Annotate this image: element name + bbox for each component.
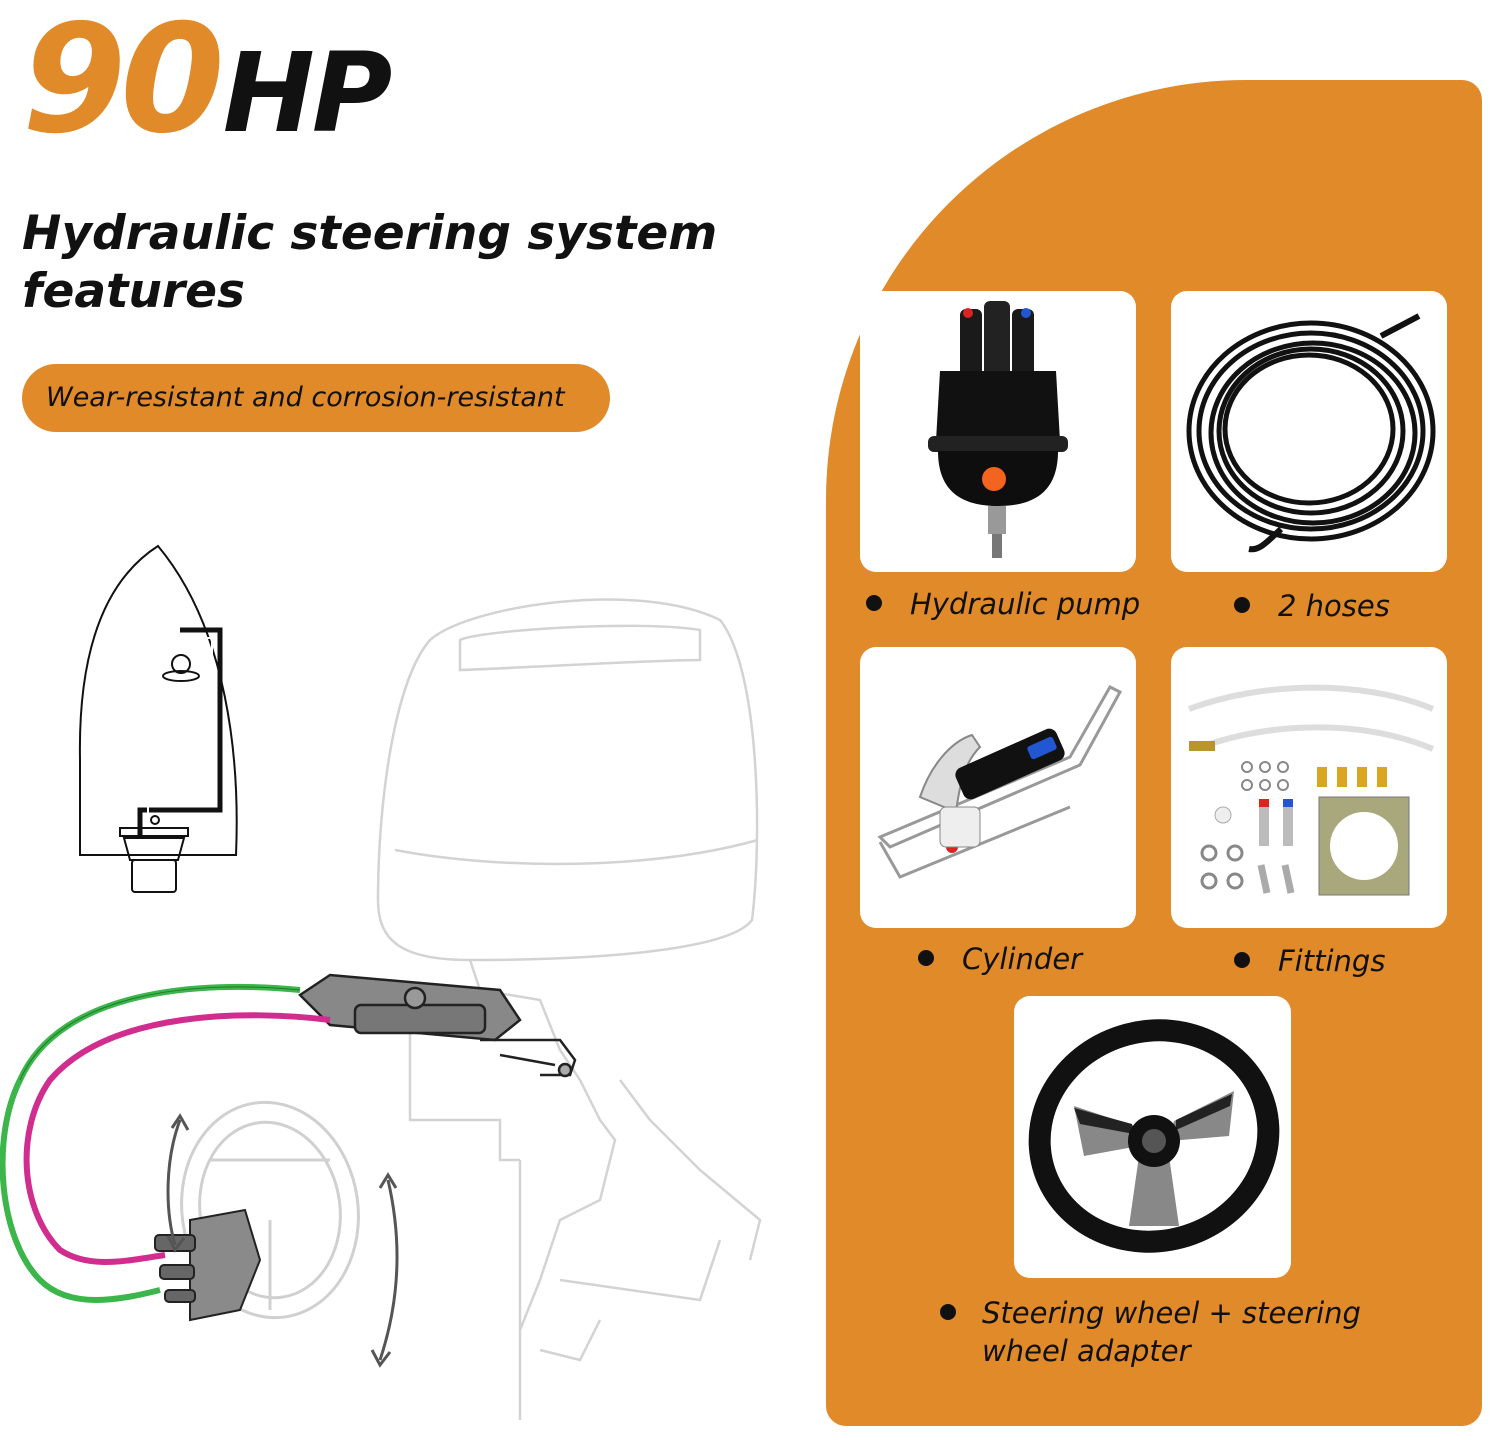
cylinder-icon	[877, 685, 1123, 879]
hose-coil-icon	[1186, 313, 1436, 553]
card-cylinder	[860, 647, 1136, 928]
bullet-icon	[1234, 597, 1250, 613]
bullet-icon	[866, 595, 882, 611]
hp-unit: HP	[222, 29, 393, 157]
card-hydraulic-pump	[860, 291, 1136, 572]
hose-magenta	[23, 1012, 331, 1265]
mounted-cylinder-icon	[298, 973, 577, 1078]
card-fittings	[1171, 647, 1447, 928]
bullet-icon	[940, 1304, 956, 1320]
bullet-icon	[918, 950, 934, 966]
label-steering-wheel: Steering wheel + steering wheel adapter	[940, 1294, 1361, 1370]
outboard-motor-icon	[376, 598, 762, 1420]
hydraulic-pump-icon	[928, 301, 1068, 558]
label-hydraulic-pump: Hydraulic pump	[866, 586, 1140, 622]
boat-schematic-icon	[78, 544, 238, 893]
steering-wheel-icon	[180, 1100, 360, 1320]
feature-pill: Wear-resistant and corrosion-resistant	[22, 364, 610, 432]
label-hoses: 2 hoses	[1234, 588, 1390, 624]
hp-number: 90	[22, 0, 225, 167]
fittings-icon	[1187, 684, 1435, 896]
card-steering-wheel	[1014, 996, 1291, 1278]
steering-wheel-icon	[1028, 1019, 1280, 1253]
installation-diagram	[0, 544, 762, 1420]
card-hoses	[1171, 291, 1447, 572]
page-heading: Hydraulic steering system features	[22, 206, 718, 319]
rotation-arrow-icon	[166, 1113, 399, 1368]
bullet-icon	[1234, 952, 1250, 968]
label-fittings: Fittings	[1234, 943, 1385, 979]
label-cylinder: Cylinder	[918, 941, 1082, 977]
hp-title: 90HP	[22, 0, 393, 160]
